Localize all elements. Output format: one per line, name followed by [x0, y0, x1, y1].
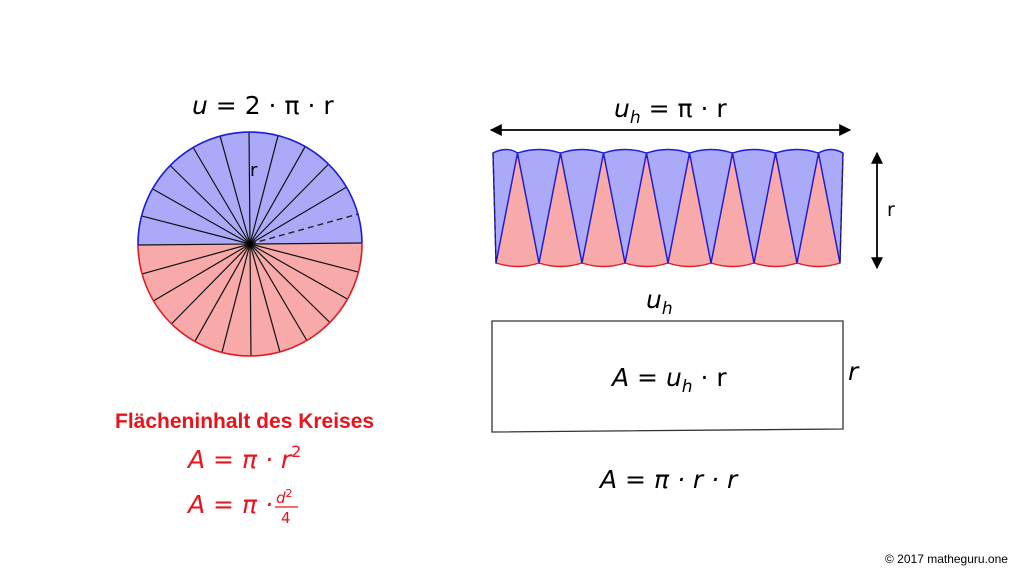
half-circumference-formula: uh = π · r [614, 94, 727, 128]
sector-radius-line [141, 243, 251, 275]
sector-radius-line [169, 165, 251, 245]
sector-radius-line [141, 215, 251, 245]
circumference-formula: u = 2 · π · r [192, 91, 334, 120]
rectangle-area-post: · r [693, 363, 728, 392]
rectangle-width-label: uh [646, 285, 673, 319]
half-circumference-sub: h [630, 108, 641, 128]
lower-half-sector [153, 244, 250, 324]
circle-center-dot [247, 241, 253, 247]
lower-half-arc [137, 243, 363, 357]
upper-half-sector [141, 188, 250, 244]
area-formula-diameter-d: d [276, 489, 286, 507]
circle-sectors [137, 131, 363, 357]
lower-half-sector [142, 244, 250, 301]
area-formula-radius-base: r [281, 445, 293, 474]
area-formula-radius: A = π · r2 [186, 442, 301, 474]
sector-radius-line [249, 243, 281, 353]
circumference-lhs: u [192, 91, 208, 120]
dashed-radius-line [249, 213, 359, 245]
sectored-circle [137, 131, 363, 357]
upper-half-sector [250, 214, 362, 244]
upper-half-sector [152, 165, 250, 244]
lower-half-sector [250, 244, 359, 300]
half-circumference-rhs: = π · r [641, 94, 728, 123]
rectangle-width-u: u [646, 285, 662, 314]
sector-radius-line [171, 243, 251, 325]
area-formula-diameter-numerator: d2 [276, 487, 293, 507]
area-formula-radius-pre: A = π · [186, 445, 281, 474]
sector-radius-line [249, 135, 279, 245]
sector-radius-line [194, 243, 251, 342]
rectangle-area-pre: A = u [610, 363, 682, 392]
lower-half-sector [194, 244, 250, 353]
rectangle-height-label: r [848, 357, 860, 386]
upper-half-sector [250, 187, 358, 244]
lower-half-sector [250, 243, 363, 273]
sector-radius-line [221, 243, 251, 353]
upper-half-sector [170, 147, 250, 244]
sector-radius-line [249, 243, 308, 341]
lower-half-sector [250, 244, 307, 352]
lower-half-sector [221, 244, 251, 357]
summary-title: Flächeninhalt des Kreises [115, 410, 374, 433]
area-formula-radius-exp: 2 [291, 442, 301, 461]
strip-right-dashed-edge [839, 152, 844, 264]
copyright-notice: © 2017 matheguru.one [885, 552, 1008, 566]
rectangle-area-formula: A = uh · r [610, 363, 727, 397]
upper-half-arc [137, 131, 363, 245]
unrolled-sector-strip [492, 148, 844, 268]
upper-half-sector [193, 136, 250, 244]
area-formula-diameter-exp: 2 [286, 487, 293, 500]
strip-left-dashed-edge [492, 152, 497, 264]
sector-radius-line [249, 243, 359, 273]
area-formula-diameter-denominator: 4 [281, 509, 291, 527]
circumference-rhs: = 2 · π · r [208, 91, 334, 120]
sector-radius-line [249, 243, 331, 323]
area-formula-diameter-pre: A = π · [186, 490, 273, 519]
sector-radius-line [248, 131, 251, 245]
upper-half-sector [250, 146, 329, 244]
sector-radius-line [249, 163, 329, 245]
equivalent-rectangle [491, 320, 844, 433]
upper-half-sector [249, 131, 279, 244]
sector-radius-line [249, 186, 347, 245]
sector-radius-line [249, 243, 252, 357]
upper-half-sector [137, 215, 250, 245]
circle-radius-label: r [250, 160, 258, 181]
rectangle-width-sub: h [662, 299, 673, 319]
strip-height-label: r [887, 199, 895, 221]
sector-radius-line [192, 147, 251, 245]
sector-radius-line [152, 188, 251, 245]
sector-radius-line [249, 146, 306, 245]
lower-half-sector [171, 244, 250, 342]
strip-left-half-sector [492, 148, 519, 264]
lower-half-sector [250, 244, 330, 341]
sector-radius-line [249, 243, 348, 300]
lower-half-sector [250, 244, 348, 323]
area-product-formula: A = π · r · r [598, 465, 739, 494]
upper-half-sector [250, 164, 347, 244]
half-circumference-u: u [614, 94, 630, 123]
sector-radius-line [153, 243, 251, 302]
strip-right-half-sector [817, 148, 844, 264]
upper-half-sector [250, 135, 306, 244]
rectangle-area-sub: h [682, 377, 693, 397]
sector-radius-line [219, 135, 251, 245]
area-formula-diameter: A = π · d2 4 [186, 487, 298, 527]
